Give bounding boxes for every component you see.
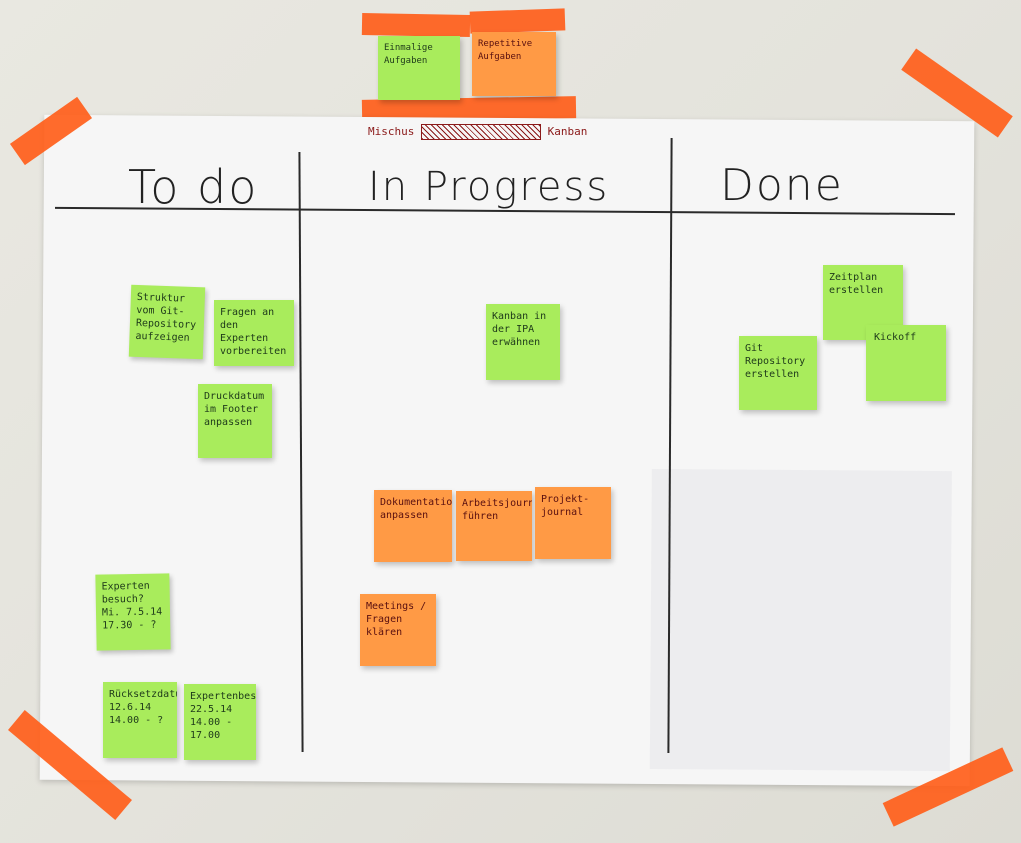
legend-line-left: Mischus	[368, 125, 415, 138]
legend-line-right: Kanban	[547, 125, 588, 138]
note-todo-questions-experts: Fragen an den Experten vorbereiten	[214, 300, 294, 366]
legend-note-one-time: Einmalige Aufgaben	[378, 36, 460, 100]
note-done-schedule: Zeitplan erstellen	[823, 265, 903, 340]
note-progress-documentation: Dokumentation anpassen	[374, 490, 452, 562]
note-todo-reset-date: Rücksetzdatum 12.6.14 14.00 - ?	[103, 682, 177, 758]
note-progress-work-journal: Arbeitsjournal führen	[456, 491, 532, 561]
column-heading-in-progress: In Progress	[368, 164, 610, 210]
tape-top-left-2	[469, 8, 566, 34]
note-progress-project-journal: Projekt-journal	[535, 487, 611, 559]
crossed-out-text	[420, 124, 541, 140]
tape-top-left-1	[361, 13, 471, 37]
note-progress-meetings: Meetings / Fragen klären	[360, 594, 436, 666]
note-todo-expert-visit-1: Experten besuch? Mi. 7.5.14 17.30 - ?	[95, 573, 171, 651]
column-heading-done: Done	[720, 160, 844, 211]
note-progress-kanban-ipa: Kanban in der IPA erwähnen	[486, 304, 560, 380]
note-done-git-repo: Git Repository erstellen	[739, 336, 817, 410]
note-done-kickoff: Kickoff	[866, 325, 946, 401]
legend-note-repetitive: Repetitive Aufgaben	[472, 32, 556, 96]
paper-shadow	[649, 469, 952, 772]
kanban-paper	[39, 114, 975, 787]
legend-line: Mischus Kanban	[368, 124, 587, 140]
note-todo-git-structure: Struktur vom Git-Repository aufzeigen	[128, 284, 206, 360]
note-todo-print-date: Druckdatum im Footer anpassen	[198, 384, 272, 458]
column-heading-todo: To do	[128, 160, 259, 214]
